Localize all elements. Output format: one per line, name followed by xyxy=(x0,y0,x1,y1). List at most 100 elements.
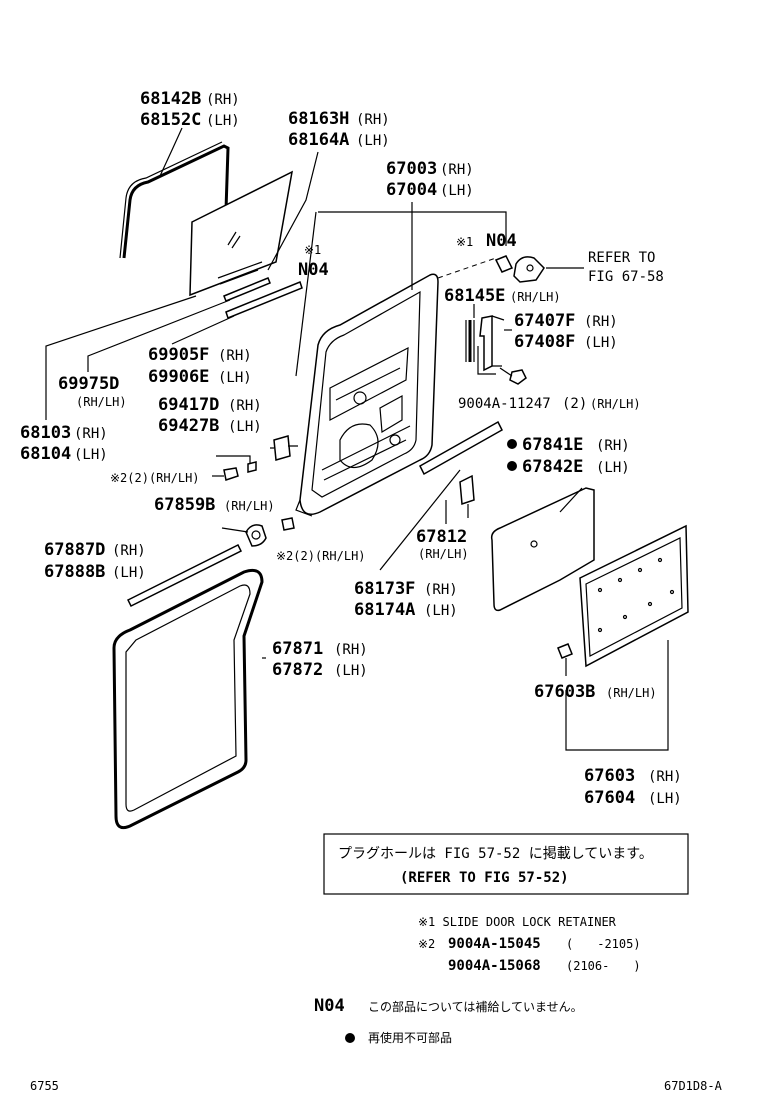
label-68164A-lh: (LH) xyxy=(356,133,390,149)
label-68145E-rhlh: (RH/LH) xyxy=(510,290,561,304)
part-labels: 68142B (RH) 68152C (LH) 68163H (RH) 6816… xyxy=(20,89,682,808)
label-67003-rh: (RH) xyxy=(440,162,474,178)
label-67604: 67604 xyxy=(584,788,635,808)
label-67887D: 67887D xyxy=(44,540,105,560)
footer-page-code: 6755 xyxy=(30,1079,59,1093)
label-67888B-lh: (LH) xyxy=(112,565,146,581)
label-67887D-rh: (RH) xyxy=(112,543,146,559)
note-box-line1: プラグホールは FIG 57-52 に掲載しています。 xyxy=(338,846,653,862)
link-connector xyxy=(247,461,257,473)
lock-retainer xyxy=(273,435,291,461)
label-67872: 67872 xyxy=(272,660,323,680)
note2-range1: ( -2105) xyxy=(566,937,641,951)
label-68103: 68103 xyxy=(20,423,71,443)
label-67603-rh: (RH) xyxy=(648,769,682,785)
label-68152C: 68152C xyxy=(140,110,201,130)
label-refer-to: REFER TO xyxy=(588,250,655,266)
label-69417D: 69417D xyxy=(158,395,219,415)
label-67841E: 67841E xyxy=(522,435,583,455)
label-69417D-rh: (RH) xyxy=(228,398,262,414)
footer-figure-id: 67D1D8-A xyxy=(664,1079,723,1093)
label-67003: 67003 xyxy=(386,159,437,179)
label-68152C-lh: (LH) xyxy=(206,113,240,129)
label-68174A-lh: (LH) xyxy=(424,603,458,619)
reference-note-box xyxy=(323,833,689,895)
door-opening-weatherstrip xyxy=(112,568,264,830)
label-67841E-rh: (RH) xyxy=(596,438,630,454)
bolt-9004A-11247 xyxy=(509,369,527,385)
retainer-clip xyxy=(494,255,514,273)
label-68173F: 68173F xyxy=(354,579,415,599)
note-box-line2: (REFER TO FIG 57-52) xyxy=(400,870,569,886)
label-69427B-lh: (LH) xyxy=(228,419,262,435)
label-69905F: 69905F xyxy=(148,345,209,365)
note2-part2: 9004A-15068 xyxy=(448,958,541,974)
label-67603: 67603 xyxy=(584,766,635,786)
label-69975D-rhlh: (RH/LH) xyxy=(76,395,127,409)
label-67859B: 67859B xyxy=(154,495,215,515)
label-9004A-11247: 9004A-11247 xyxy=(458,396,551,412)
label-68104: 68104 xyxy=(20,444,71,464)
glass-weatherstrip-outer xyxy=(223,277,271,302)
label-68163H: 68163H xyxy=(288,109,349,129)
label-67603B: 67603B xyxy=(534,682,595,702)
label-68103-rh: (RH) xyxy=(74,426,108,442)
glass-weatherstrip-inner xyxy=(225,281,303,319)
label-69427B: 69427B xyxy=(158,416,219,436)
service-hole-cover xyxy=(490,487,595,612)
clip-fastener-center xyxy=(281,517,295,531)
door-glass xyxy=(189,170,293,297)
label-mark1-upper: ※1 xyxy=(456,235,473,249)
label-67407F-rh: (RH) xyxy=(584,314,618,330)
note2-mark: ※2 xyxy=(418,937,435,951)
legend-dot-text: 再使用不可部品 xyxy=(368,1030,452,1045)
glass-run-channel xyxy=(122,144,230,259)
label-67812-rhlh: (RH/LH) xyxy=(418,547,469,561)
non-reusable-dot-67842E xyxy=(507,461,517,471)
door-belt-moulding xyxy=(126,543,243,608)
label-69905F-rh: (RH) xyxy=(218,348,252,364)
trim-pad xyxy=(459,474,475,506)
label-67407F: 67407F xyxy=(514,311,575,331)
label-67603B-rhlh: (RH/LH) xyxy=(606,686,657,700)
trim-clip xyxy=(557,643,573,659)
label-69975D: 69975D xyxy=(58,374,119,394)
label-67871-rh: (RH) xyxy=(334,642,368,658)
label-mark2-left: ※2(2)(RH/LH) xyxy=(110,471,200,485)
label-67842E: 67842E xyxy=(522,457,583,477)
note-slide-door-lock-retainer: ※1 SLIDE DOOR LOCK RETAINER xyxy=(418,915,617,929)
clip-fastener-left xyxy=(223,467,239,481)
legend-n04-text: この部品については補給していません。 xyxy=(368,999,583,1014)
door-trim-board xyxy=(579,524,689,668)
label-68142B-rh: (RH) xyxy=(206,92,240,108)
label-67842E-lh: (LH) xyxy=(596,460,630,476)
label-9004A-11247-rhlh: (RH/LH) xyxy=(590,397,641,411)
label-n04-left: N04 xyxy=(298,260,329,280)
note2-range2: (2106- ) xyxy=(566,959,641,973)
label-67408F: 67408F xyxy=(514,332,575,352)
label-68145E: 68145E xyxy=(444,286,505,306)
leader-lines xyxy=(45,127,669,751)
label-67859B-rhlh: (RH/LH) xyxy=(224,499,275,513)
label-refer-fig: FIG 67-58 xyxy=(588,269,664,285)
label-68163H-rh: (RH) xyxy=(356,112,390,128)
handle-assembly xyxy=(245,524,267,547)
label-67871: 67871 xyxy=(272,639,323,659)
note2-part1: 9004A-15045 xyxy=(448,936,541,952)
label-67872-lh: (LH) xyxy=(334,663,368,679)
door-lock-striker xyxy=(513,256,545,283)
label-9004A-11247-qty: (2) xyxy=(562,396,587,412)
legend-dot-icon xyxy=(345,1033,355,1043)
label-68173F-rh: (RH) xyxy=(424,582,458,598)
label-67408F-lh: (LH) xyxy=(584,335,618,351)
label-68142B: 68142B xyxy=(140,89,201,109)
label-67004-lh: (LH) xyxy=(440,183,474,199)
label-67888B: 67888B xyxy=(44,562,105,582)
label-n04-upper: N04 xyxy=(486,231,517,251)
non-reusable-dot-67841E xyxy=(507,439,517,449)
slide-door-panel xyxy=(295,273,439,517)
label-67004: 67004 xyxy=(386,180,437,200)
label-68104-lh: (LH) xyxy=(74,447,108,463)
